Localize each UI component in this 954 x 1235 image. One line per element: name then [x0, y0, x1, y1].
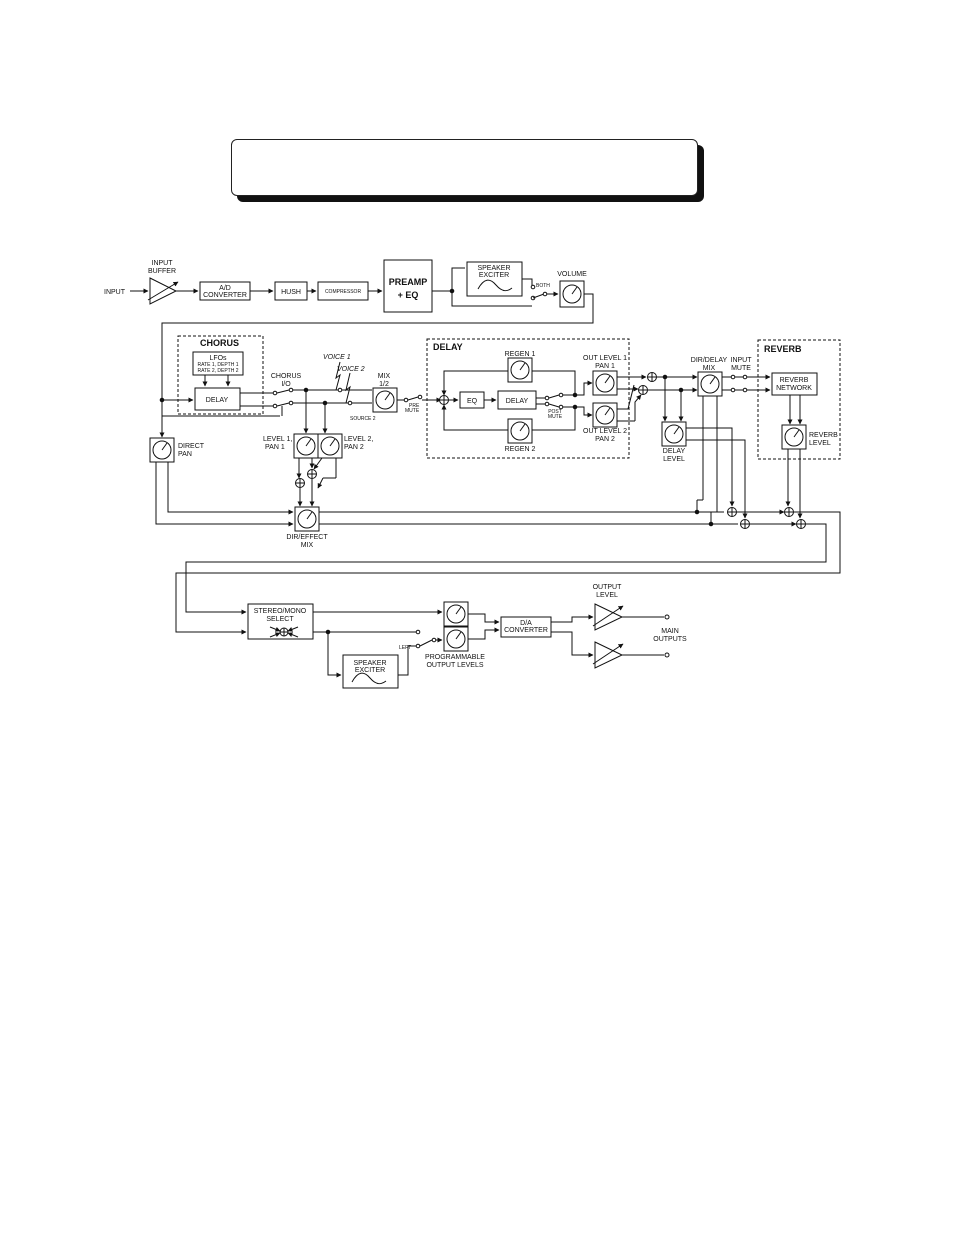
speaker-exciter-block [466, 261, 523, 297]
label-reverb-level-2: LEVEL [809, 440, 831, 447]
label-chorus-io-2: I/O [281, 381, 291, 388]
label-speaker-exciter-2: EXCITER [479, 272, 509, 279]
delay-section [426, 338, 630, 459]
preamp-eq-block [383, 259, 433, 313]
label-input-buffer-1: INPUT [152, 260, 174, 267]
label-reverb-title: REVERB [764, 344, 802, 354]
label-dir-effect-2: MIX [301, 542, 314, 549]
title-box [231, 139, 698, 196]
label-prog-out-2: OUTPUT LEVELS [426, 662, 483, 669]
voice2-pointer [345, 372, 351, 404]
label-main-outputs-2: OUTPUTS [653, 636, 687, 643]
label-direct-pan-2: PAN [178, 451, 192, 458]
label-reverb-net-2: NETWORK [776, 385, 812, 392]
lfo-block [192, 351, 244, 376]
label-dir-effect-1: DIR/EFFECT [286, 534, 328, 541]
label-compressor: COMPRESSOR [325, 289, 362, 295]
label-dir-delay-2: MIX [703, 365, 716, 372]
label-post-mute-2: MUTE [548, 414, 563, 420]
label-reverb-level-1: REVERB [809, 432, 838, 439]
label-da-1: D/A [520, 620, 532, 627]
label-speaker-exciter-1: SPEAKER [477, 265, 510, 272]
label-left: LEFT [399, 645, 411, 651]
label-da-2: CONVERTER [504, 627, 548, 634]
label-lfos: LFOs [209, 355, 227, 362]
label-out-level1-1: OUT LEVEL 1 [583, 355, 627, 362]
main-output-top-jack [664, 614, 670, 620]
label-main-outputs-1: MAIN [661, 628, 679, 635]
label-dir-delay-1: DIR/DELAY [691, 357, 728, 364]
chorus-section [177, 335, 264, 415]
label-pre-mute-2: MUTE [405, 408, 420, 414]
label-stereo-mono-2: SELECT [266, 616, 294, 623]
label-prog-out-1: PROGRAMMABLE [425, 654, 485, 661]
label-out-level1-2: PAN 1 [595, 363, 615, 370]
label-out-level2-1: OUT LEVEL 2 [583, 428, 627, 435]
voice1-pointer [335, 361, 341, 391]
label-preamp-2: + EQ [398, 290, 419, 300]
label-delay-block: DELAY [506, 398, 529, 405]
label-chorus-title: CHORUS [200, 338, 239, 348]
label-lfo-params-2: RATE 2, DEPTH 2 [197, 368, 238, 374]
label-input-mute-1: INPUT [731, 357, 753, 364]
label-mix12-1: MIX [378, 373, 391, 380]
main-output-bottom-jack [664, 652, 670, 658]
label-speaker-exciter2-1: SPEAKER [353, 660, 386, 667]
label-regen1: REGEN 1 [505, 351, 536, 358]
label-voice2: VOICE 2 [337, 366, 365, 373]
label-mix12-2: 1/2 [379, 381, 389, 388]
speaker-exciter2-block [342, 654, 399, 689]
label-stereo-mono-1: STEREO/MONO [254, 608, 307, 615]
label-volume: VOLUME [557, 271, 587, 278]
chorus-delay-block [194, 387, 241, 411]
label-source2: SOURCE 2 [350, 416, 376, 422]
label-both: BOTH [536, 283, 550, 289]
label-ad-2: CONVERTER [203, 292, 247, 299]
da-converter-block [500, 616, 552, 638]
label-delay-level-2: LEVEL [663, 456, 685, 463]
label-regen2: REGEN 2 [505, 446, 536, 453]
label-pre-mute-1: PRE [409, 403, 420, 409]
label-input: INPUT [104, 289, 126, 296]
label-post-mute-1: POST [548, 409, 562, 415]
label-chorus-io-1: CHORUS [271, 373, 302, 380]
label-output-level-2: LEVEL [596, 592, 618, 599]
output-amp-top-icon [594, 603, 624, 631]
label-eq: EQ [467, 398, 478, 405]
label-input-mute-2: MUTE [731, 365, 751, 372]
label-out-level2-2: PAN 2 [595, 436, 615, 443]
reverb-network-block [771, 372, 818, 396]
label-output-level-1: OUTPUT [593, 584, 623, 591]
reverb-section [757, 339, 841, 460]
label-ad-1: A/D [219, 285, 231, 292]
label-level1-2: PAN 1 [265, 444, 285, 451]
delay-block [497, 390, 537, 410]
label-hush: HUSH [281, 289, 301, 296]
label-direct-pan-1: DIRECT [178, 443, 205, 450]
label-delay-level-1: DELAY [663, 448, 686, 455]
label-level1-1: LEVEL 1, [263, 436, 292, 443]
label-lfo-params-1: RATE 1, DEPTH 1 [197, 362, 238, 368]
label-level2-2: PAN 2 [344, 444, 364, 451]
label-preamp-1: PREAMP [389, 277, 428, 287]
stereo-mono-select-block [247, 603, 314, 640]
label-chorus-delay: DELAY [206, 397, 229, 404]
label-speaker-exciter2-2: EXCITER [355, 667, 385, 674]
label-reverb-net-1: REVERB [780, 377, 809, 384]
label-input-buffer-2: BUFFER [148, 268, 176, 275]
label-voice1: VOICE 1 [323, 354, 351, 361]
output-amp-bottom-icon [594, 641, 624, 669]
label-level2-1: LEVEL 2, [344, 436, 373, 443]
label-delay-title: DELAY [433, 342, 463, 352]
